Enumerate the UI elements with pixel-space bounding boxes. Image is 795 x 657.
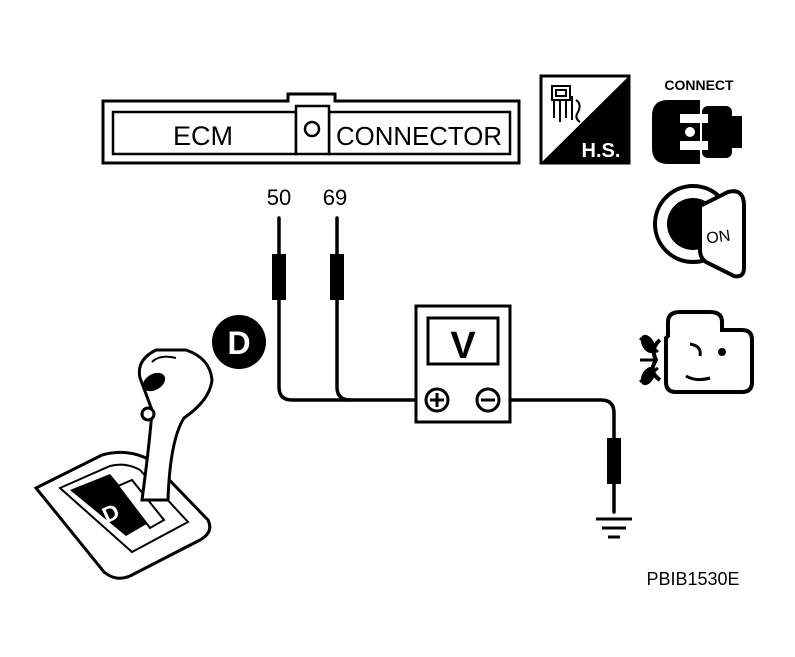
voltmeter: V: [414, 304, 512, 424]
harness-side-icon: H.S.: [539, 74, 631, 165]
ground-probe: [607, 438, 621, 484]
engine-running-icon: [639, 310, 754, 394]
ignition-switch-icon: ON: [653, 184, 746, 279]
ecm-connector: ECM CONNECTOR: [101, 92, 521, 165]
voltmeter-display: V: [450, 325, 476, 367]
harness-side-text: H.S.: [582, 140, 621, 162]
drive-badge-text: D: [227, 325, 250, 361]
terminal-label-69: 69: [323, 185, 347, 210]
terminal-label-50: 50: [267, 185, 291, 210]
drive-range-badge: D: [212, 315, 266, 369]
probe-69: [330, 254, 344, 300]
connector-latch-icon: [303, 120, 321, 138]
connector-label: CONNECTOR: [336, 121, 502, 151]
ecm-label: ECM: [173, 121, 233, 151]
connect-label: CONNECT: [664, 77, 734, 93]
ground-icon: [596, 517, 632, 539]
probe-50: [272, 254, 286, 300]
figure-code: PBIB1530E: [646, 569, 739, 589]
ignition-on-label: ON: [705, 227, 731, 247]
connect-icon: CONNECT: [652, 77, 742, 164]
shift-lever-icon: D: [33, 348, 214, 580]
probe-wires: [277, 216, 616, 514]
